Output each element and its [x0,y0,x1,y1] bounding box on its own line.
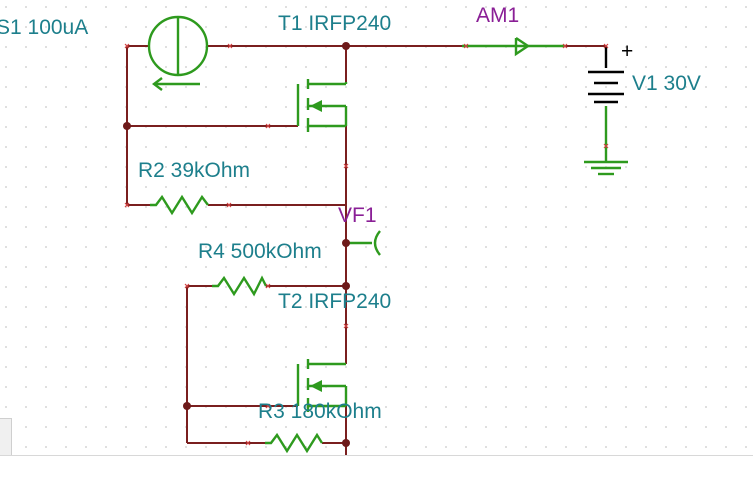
node-t1-drain [342,42,350,50]
node-t2-gate [183,402,191,410]
resistor-r4[interactable] [212,275,268,297]
ground-v1-icon [584,160,628,176]
label-v1: V1 30V [632,72,701,95]
label-r2: R2 39kOhm [138,159,250,182]
ammeter-am1[interactable] [462,37,565,57]
pin-markers [124,43,609,446]
v1-polarity-label: + [621,40,633,63]
node-middle [342,239,350,247]
label-s1: S1 100uA [0,16,88,39]
junction-nodes [123,42,350,447]
voltage-source-v1[interactable] [588,46,624,162]
label-r4: R4 500kOhm [198,240,322,263]
resistor-r2[interactable] [150,194,209,216]
current-source-s1[interactable] [147,15,209,91]
label-vf1: VF1 [338,204,377,227]
transistor-t1[interactable] [296,79,348,132]
resistor-r3[interactable] [265,432,324,454]
label-t1: T1 IRFP240 [278,12,391,35]
label-r3: R3 180kOhm [258,400,382,423]
bottom-status-bar [0,455,753,485]
node-t1-gate [123,122,131,130]
label-am1: AM1 [476,4,519,27]
node-t2-drain [342,282,350,290]
label-t2: T2 IRFP240 [278,290,391,313]
transistor-t2[interactable] [296,359,348,412]
voltmeter-probe-vf1[interactable] [346,230,381,256]
node-t2-source [342,439,350,447]
